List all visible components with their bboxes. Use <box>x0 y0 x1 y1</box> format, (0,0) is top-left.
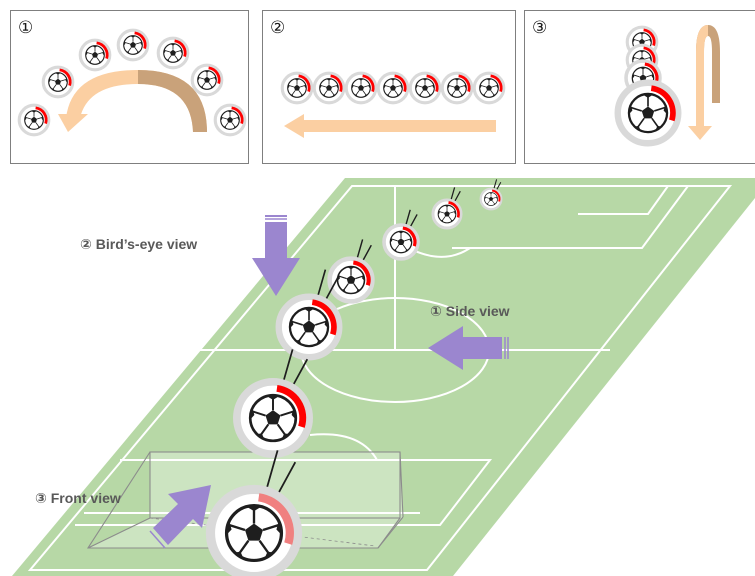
side-view-label: ① Side view <box>430 303 510 319</box>
soccer-ball-icon <box>382 209 420 261</box>
panel-1-number: ① <box>18 18 33 38</box>
arc-motion-arrow-icon <box>58 70 207 132</box>
soccer-ball-icon <box>237 349 309 454</box>
soccer-ball-icon <box>330 239 373 301</box>
vertical-motion-arrow-icon <box>688 25 720 140</box>
front-view-label: ③ Front view <box>35 490 121 506</box>
panel-3-vertical-motion: ③ <box>524 10 755 164</box>
birds-eye-view-arrow-icon <box>252 215 300 296</box>
soccer-ball-icon <box>431 187 463 230</box>
soccer-ball-icon <box>210 450 297 576</box>
front-view-arrow-icon <box>149 485 211 549</box>
horizontal-motion-arrow-icon <box>284 114 496 138</box>
panel-2-horizontal-motion: ② <box>262 10 516 164</box>
panel-1-arc-motion: ① <box>10 10 249 164</box>
birds-eye-view-label: ② Bird’s-eye view <box>80 236 197 252</box>
ball-trajectory <box>210 179 503 576</box>
soccer-ball-icon <box>479 179 503 211</box>
panel-3-number: ③ <box>532 18 547 38</box>
soccer-ball-icon <box>279 269 340 358</box>
side-view-arrow-icon <box>428 326 509 370</box>
panel-2-number: ② <box>270 18 285 38</box>
